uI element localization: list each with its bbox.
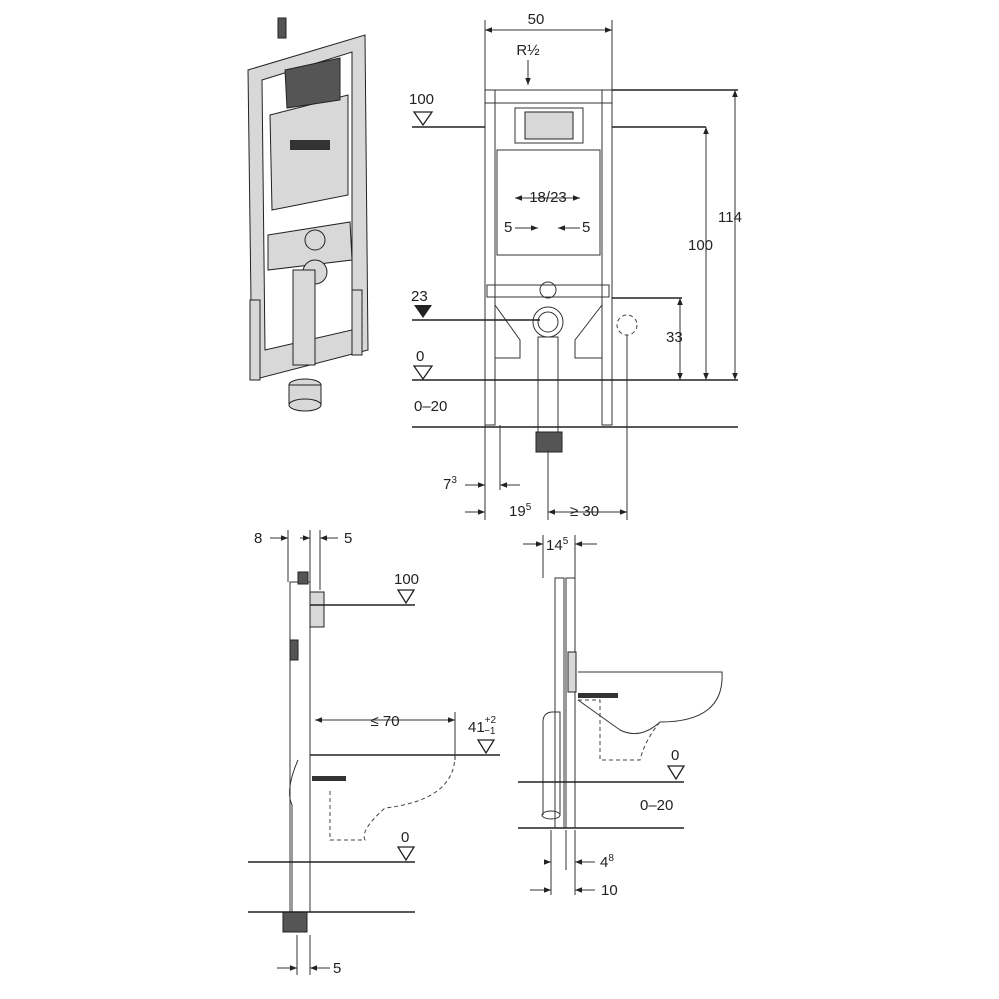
dim-offset-right: 5 [582,219,590,236]
dim-19: 195 [509,502,532,520]
thread-label: R½ [516,42,540,59]
dim-14: 145 [546,536,569,554]
dim-114: 114 [718,209,742,226]
level-0-label: 0 [416,348,424,365]
dim-33: 33 [666,329,683,346]
level-100-label: 100 [394,571,419,588]
dim-8: 8 [254,530,262,547]
level-41-label: 41+2−1 [468,715,497,737]
dim-5-top: 5 [344,530,352,547]
dim-spacing: 18/23 [529,189,567,206]
dim-reach: ≤ 70 [370,713,399,730]
dim-10: 10 [601,882,618,899]
dim-offset-left: 5 [504,219,512,236]
dim-5-bottom: 5 [333,960,341,977]
dim-4: 48 [600,853,614,871]
side-view-left: 8 5 100 ≤ 70 41+2−1 0 5 [248,530,500,977]
product-perspective-image [247,17,369,412]
level-23-label: 23 [411,288,428,305]
side-view-right: 145 0 0–20 48 10 [518,535,723,899]
dim-7: 73 [443,475,457,493]
dim-100: 100 [688,237,713,254]
dim-width: 50 [528,11,545,28]
floor-range-label: 0–20 [414,398,447,415]
dim-min-30: ≥ 30 [570,503,599,520]
front-view: 50 R½ 100 114 100 18/23 5 5 23 33 0 0–20… [409,11,742,520]
level-0-label: 0 [671,747,679,764]
level-100-label: 100 [409,91,434,108]
level-0-label: 0 [401,829,409,846]
floor-range-label: 0–20 [640,797,673,814]
